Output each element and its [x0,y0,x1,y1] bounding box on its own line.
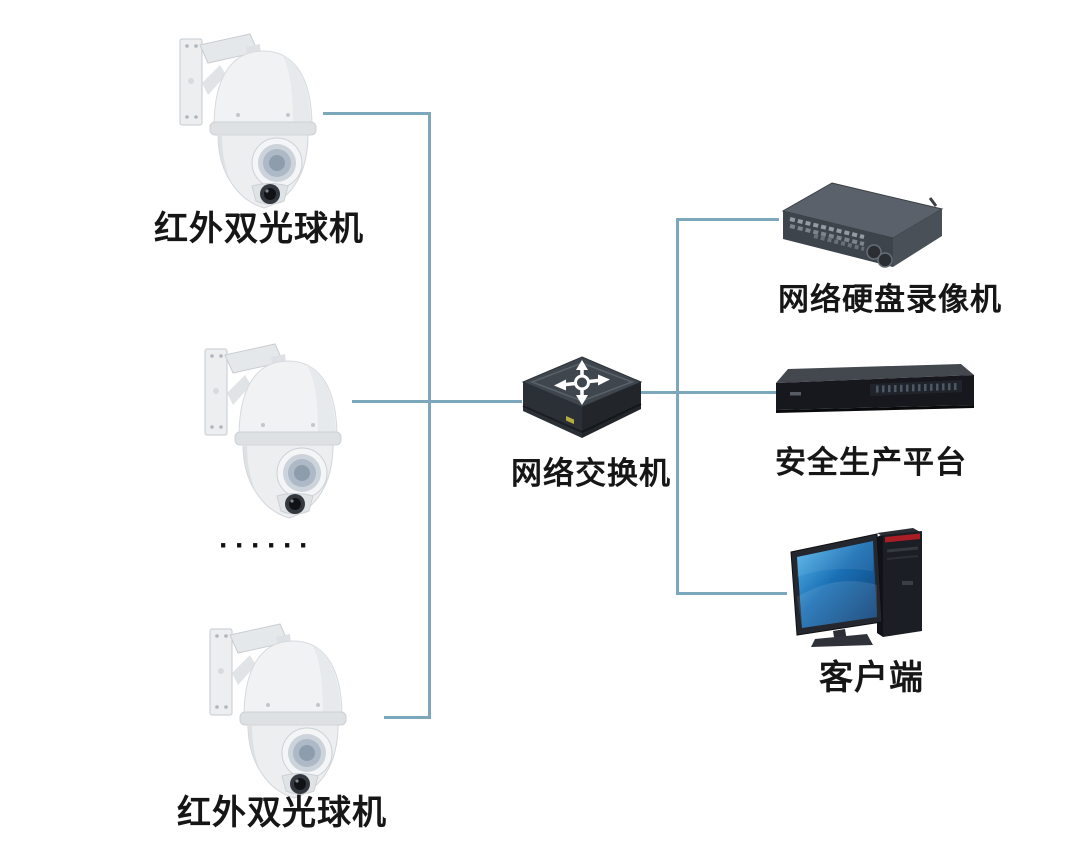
desktop-pc-icon [790,528,922,647]
connector-client-branch [676,592,787,595]
camera-middle-node [185,335,345,520]
nvr-node [780,180,945,275]
connector-switch-to-platform [640,391,777,394]
connector-camera-bottom-branch [384,716,431,719]
connector-left-rail [428,112,431,719]
camera-top-label: 红外双光球机 [154,210,364,248]
client-label: 客户端 [819,659,924,697]
ptz-camera-icon [204,343,342,519]
ptz-camera-icon [179,33,317,209]
camera-top-node [160,25,320,210]
connector-camera-middle-to-switch [352,400,522,403]
platform-node [772,362,977,417]
ptz-camera-icon [209,623,347,799]
camera-bottom-label: 红外双光球机 [177,794,387,832]
network-switch-icon [521,356,643,438]
connector-right-rail [676,218,679,595]
client-node [789,525,934,647]
nvr-icon [781,182,944,268]
server-icon [776,364,974,413]
switch-label: 网络交换机 [511,456,671,491]
switch-node [520,354,645,444]
camera-ellipsis: ······ [219,529,315,562]
platform-label: 安全生产平台 [775,445,967,480]
camera-bottom-node [190,615,350,800]
connector-nvr-branch [676,218,779,221]
connector-camera-top-branch [323,112,431,115]
nvr-label: 网络硬盘录像机 [778,282,1002,317]
